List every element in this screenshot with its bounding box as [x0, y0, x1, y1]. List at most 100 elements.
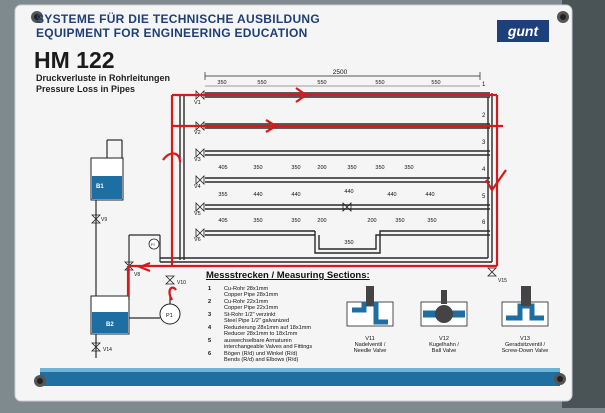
screw-icon: [31, 11, 43, 23]
measuring-item: 1 Cu-Rohr 28x1mm: [208, 286, 268, 292]
left-piping: [95, 139, 171, 358]
dim-label: 200: [317, 165, 326, 171]
measuring-item: 4 Reduzierung 28x1mm auf 18x1mm: [208, 325, 311, 331]
valve-type-id: V12: [439, 336, 449, 342]
dim-label: 350: [395, 218, 404, 224]
valve-label: V2: [194, 130, 201, 136]
measuring-item-en: Copper Pipe 28x1mm: [224, 292, 279, 298]
red-annotation-lines: [126, 87, 507, 301]
valve-icon[interactable]: [195, 148, 205, 158]
valve-type-id: V13: [520, 336, 530, 342]
valve-icon[interactable]: [195, 90, 205, 100]
valve-type-id: V11: [365, 336, 375, 342]
header-line-1: SYSTEME FÜR DIE TECHNISCHE AUSBILDUNG: [36, 12, 321, 26]
valve-icon[interactable]: [165, 275, 175, 285]
dim-label: 440: [425, 192, 434, 198]
valve-icon[interactable]: [91, 214, 101, 224]
dim-label: 350: [253, 165, 262, 171]
measuring-sections-heading: Messstrecken / Measuring Sections:: [206, 270, 370, 281]
valve-icon[interactable]: [124, 261, 134, 271]
needle-valve-illustration: [346, 286, 394, 327]
lower-tank: [90, 295, 130, 335]
header-line-2: EQUIPMENT FOR ENGINEERING EDUCATION: [36, 26, 308, 40]
measuring-item-en: Steel Pipe 1/2" galvanized: [224, 318, 290, 324]
model-title: HM 122: [34, 47, 115, 73]
valve-icon[interactable]: [487, 267, 497, 277]
screw-icon: [557, 11, 569, 23]
measuring-item-de: St-Rohr 1/2" verzinkt: [224, 312, 276, 318]
valve-label: V5: [194, 211, 201, 217]
pipe-number: 1: [482, 82, 486, 88]
valve-type-en: Needle Valve: [353, 348, 387, 354]
measuring-item-en: Copper Pipe 22x1mm: [224, 305, 279, 311]
dim-label: 350: [217, 80, 226, 86]
pipe-number: 4: [482, 167, 486, 173]
measuring-item-number: 2: [208, 299, 212, 305]
measuring-item: 3 St-Rohr 1/2" verzinkt: [208, 312, 275, 318]
pipe-number: 6: [482, 220, 486, 226]
dim-label: 405: [218, 218, 227, 224]
valve-label: V4: [194, 184, 201, 190]
measuring-item-en-row: Copper Pipe 28x1mm: [208, 292, 278, 298]
measuring-item-en-row: Steel Pipe 1/2" galvanized: [208, 318, 289, 324]
valve-label: V8: [134, 272, 140, 278]
gauge-icon: [148, 238, 160, 250]
measuring-item-de: Bögen (R/d) und Winkel (R/d): [224, 351, 298, 357]
valve-type-en: Screw-Down Valve: [501, 348, 549, 354]
valve-icon[interactable]: [195, 175, 205, 185]
dim-label: 440: [387, 192, 396, 198]
dim-label: 440: [253, 192, 262, 198]
valve-label: V1: [194, 100, 201, 106]
measuring-item-number: 6: [208, 351, 212, 357]
dim-label: 405: [218, 165, 227, 171]
measuring-item-number: 5: [208, 338, 212, 344]
screw-down-valve-illustration: [501, 286, 549, 327]
measuring-item-de: Cu-Rohr 22x1mm: [224, 299, 269, 305]
dim-label: 350: [347, 165, 356, 171]
measuring-item-number: 3: [208, 312, 212, 318]
valve-label: V15: [498, 278, 507, 284]
lower-tank-label: B2: [106, 322, 114, 328]
valve-type-de: Nadelventil /: [354, 342, 386, 348]
valve-icon[interactable]: [195, 228, 205, 238]
measuring-item-number: 4: [208, 325, 212, 331]
upper-tank: [90, 157, 124, 201]
valve-icon[interactable]: [342, 202, 352, 212]
pipe-number: 3: [482, 140, 486, 146]
dim-label: 350: [375, 165, 384, 171]
valve-icon[interactable]: [195, 202, 205, 212]
dim-label: 550: [431, 80, 440, 86]
dim-label: 440: [291, 192, 300, 198]
dim-label: 350: [291, 218, 300, 224]
subtitle-german: Druckverluste in Rohrleitungen: [36, 73, 171, 83]
measuring-item-de: Cu-Rohr 28x1mm: [224, 286, 269, 292]
measuring-item-en-row: Copper Pipe 22x1mm: [208, 305, 278, 311]
valve-type-en: Ball Valve: [431, 348, 457, 354]
valve-icon[interactable]: [195, 121, 205, 131]
valve-label: V6: [194, 237, 201, 243]
valve-label: V14: [103, 347, 112, 353]
bottom-strip-highlight: [40, 368, 560, 372]
dim-label: 200: [367, 218, 376, 224]
ball-valve-illustration: [420, 290, 468, 327]
upper-tank-label: B1: [96, 184, 104, 190]
valve-label: V3: [194, 157, 201, 163]
total-dimension: [204, 72, 481, 80]
measuring-item-en: Bends (R/d) and Elbows (R/d): [224, 357, 299, 363]
subtitle-english: Pressure Loss in Pipes: [36, 84, 136, 94]
pump-icon: [159, 303, 181, 325]
pump-label: P1: [166, 313, 173, 319]
dim-label: 550: [375, 80, 384, 86]
pipe-lines: [160, 92, 493, 263]
measuring-item-de: Reduzierung 28x1mm auf 18x1mm: [224, 325, 312, 331]
dim-label: 350: [253, 218, 262, 224]
valve-icon[interactable]: [91, 342, 101, 352]
valve-label: V10: [177, 280, 186, 286]
measuring-item-number: 1: [208, 286, 212, 292]
measuring-item: 2 Cu-Rohr 22x1mm: [208, 299, 268, 305]
